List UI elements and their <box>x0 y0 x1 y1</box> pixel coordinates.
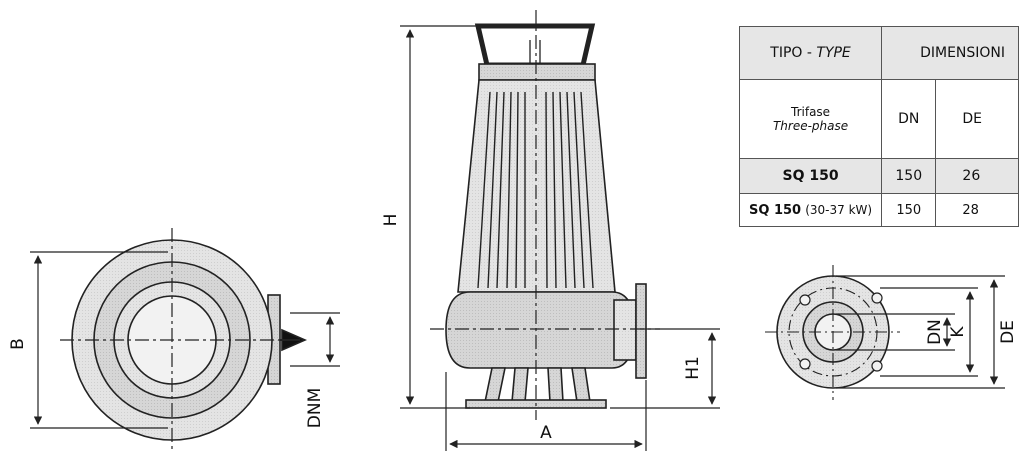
header-dimensions-cell: DIMENSIONI <box>881 26 1019 80</box>
pump-top-view <box>60 228 308 451</box>
dimension-label-k: K <box>948 326 968 338</box>
dimension-label-a: A <box>540 423 552 443</box>
dimension-label-dnm: DNM <box>305 388 325 428</box>
row-de-cell: 26 <box>935 158 1019 194</box>
dimension-h <box>400 25 482 409</box>
header-type-italic: TYPE <box>816 45 851 61</box>
dimension-dnm <box>290 312 340 367</box>
dimension-h1 <box>610 328 720 409</box>
dimension-dn <box>836 313 955 351</box>
column-header-de: DE <box>935 79 1019 159</box>
subheader-trifase: Trifase <box>791 105 831 119</box>
row-dn-cell: 150 <box>881 158 937 194</box>
row-dn-cell: 150 <box>881 193 937 227</box>
dimension-b <box>30 251 168 429</box>
table-header-row: TIPO - TYPE DIMENSIONI <box>738 26 1019 80</box>
flange-view <box>765 265 900 400</box>
row-model: SQ 150 <box>749 202 802 218</box>
spec-table: TIPO - TYPE DIMENSIONI Trifase Three-pha… <box>738 26 1019 227</box>
pump-side-view <box>430 10 660 420</box>
header-dimensions: DIMENSIONI <box>920 45 1006 61</box>
dimension-label-h: H <box>381 214 401 227</box>
dimension-k <box>880 287 978 377</box>
dimension-de <box>836 275 1005 389</box>
dimension-label-de: DE <box>998 320 1018 344</box>
header-type-main: TIPO - <box>770 45 817 61</box>
header-type-cell: TIPO - TYPE <box>738 26 883 80</box>
subheader-phase-cell: Trifase Three-phase <box>738 79 883 159</box>
dimension-label-h1: H1 <box>683 356 703 380</box>
table-row: SQ 150 150 26 <box>738 158 1019 194</box>
row-model-note: (30-37 kW) <box>805 202 873 217</box>
dimension-a <box>445 372 647 451</box>
row-model: SQ 150 <box>782 168 839 184</box>
subheader-three-phase: Three-phase <box>772 119 849 133</box>
dimension-label-b: B <box>8 338 28 350</box>
table-subheader-row: Trifase Three-phase DN DE <box>738 79 1019 159</box>
row-model-cell: SQ 150 <box>738 158 883 194</box>
table-row: SQ 150 (30-37 kW) 150 28 <box>738 193 1019 227</box>
row-model-cell: SQ 150 (30-37 kW) <box>738 193 883 227</box>
row-de-cell: 28 <box>935 193 1019 227</box>
column-header-dn: DN <box>881 79 937 159</box>
dimension-label-dn: DN <box>925 319 945 345</box>
